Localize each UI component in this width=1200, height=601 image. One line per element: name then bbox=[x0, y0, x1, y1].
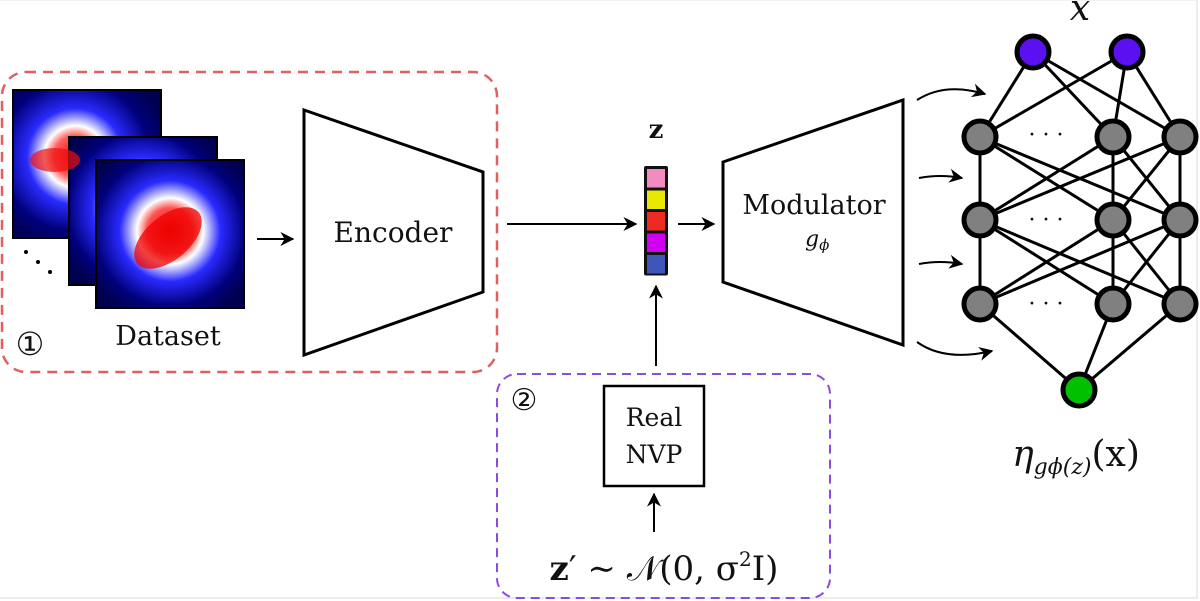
network-edge bbox=[1031, 50, 1115, 139]
ellipsis-dot bbox=[48, 270, 52, 274]
hidden-node bbox=[1161, 201, 1199, 239]
stage1-marker: ① bbox=[16, 325, 45, 363]
stage2-group: ② Real NVP z′ ∼ 𝒩(0, σ2I) bbox=[496, 373, 831, 599]
dataset-image-3-core bbox=[134, 207, 202, 269]
output-node bbox=[1060, 371, 1098, 409]
modulator-label: Modulator bbox=[742, 190, 885, 221]
mod-arrow-3 bbox=[918, 254, 964, 269]
hidden-node bbox=[961, 118, 999, 156]
latent-label: z bbox=[649, 115, 664, 145]
stage2-marker: ② bbox=[511, 383, 538, 418]
dataset-label: Dataset bbox=[115, 321, 221, 352]
hidden-node bbox=[961, 285, 999, 323]
ellipsis-dot bbox=[24, 250, 28, 254]
network-edge bbox=[979, 135, 1114, 222]
output-label: ηgϕ(z)(x) bbox=[1012, 434, 1140, 480]
ellipsis-row1: · · · bbox=[1029, 123, 1064, 148]
latent-cell bbox=[647, 212, 665, 231]
network-edge bbox=[979, 50, 1128, 139]
prior-formula: z′ ∼ 𝒩(0, σ2I) bbox=[550, 547, 779, 589]
ellipsis-row2: · · · bbox=[1029, 208, 1064, 233]
modulator-block: Modulator gϕ bbox=[721, 97, 905, 348]
input-node bbox=[1108, 33, 1146, 71]
network-edge bbox=[1032, 50, 1181, 139]
hidden-node bbox=[1094, 201, 1132, 239]
latent-vector: z bbox=[644, 115, 668, 276]
ellipsis-dot bbox=[36, 260, 40, 264]
stage1-dashed-border bbox=[0, 70, 499, 374]
mod-arrow-4 bbox=[916, 341, 994, 361]
input-label: x bbox=[1070, 0, 1090, 29]
hidden-node bbox=[961, 201, 999, 239]
real-nvp-line1: Real bbox=[626, 403, 683, 432]
encoder-label: Encoder bbox=[334, 216, 454, 249]
mod-arrow-1 bbox=[916, 83, 987, 101]
dataset-image-1-core bbox=[30, 148, 80, 172]
network-edge bbox=[979, 218, 1114, 306]
latent-cell bbox=[647, 255, 665, 274]
real-nvp-box bbox=[602, 384, 706, 488]
encoder-trapezoid bbox=[302, 107, 485, 358]
modulator-symbol: gϕ bbox=[805, 227, 829, 254]
latent-cell bbox=[647, 169, 665, 188]
latent-cell bbox=[647, 233, 665, 252]
hidden-node bbox=[1161, 285, 1199, 323]
input-node bbox=[1014, 33, 1052, 71]
stage1-group: Dataset ① bbox=[0, 70, 499, 374]
modulator-trapezoid bbox=[721, 97, 905, 348]
network-edge bbox=[979, 302, 1080, 392]
latent-cell bbox=[647, 190, 665, 209]
hidden-node bbox=[1161, 118, 1199, 156]
encoder-block: Encoder bbox=[302, 107, 485, 358]
network-edge bbox=[1078, 302, 1181, 392]
network-edge bbox=[979, 135, 1181, 222]
mod-arrow-2 bbox=[918, 168, 964, 183]
hidden-node bbox=[1094, 285, 1132, 323]
hidden-node bbox=[1094, 118, 1132, 156]
ellipsis-row3: · · · bbox=[1029, 292, 1064, 317]
real-nvp-line2: NVP bbox=[626, 440, 683, 469]
implicit-network: · · · · · · · · · x ηgϕ(z)(x) bbox=[961, 0, 1199, 480]
network-edge bbox=[979, 218, 1181, 306]
